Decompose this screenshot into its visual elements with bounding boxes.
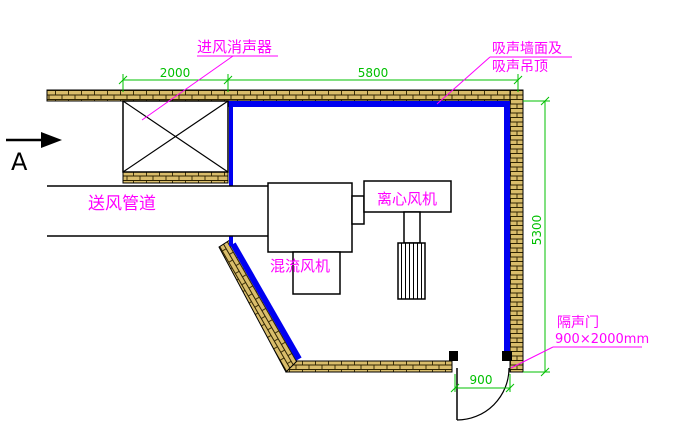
dim-tick — [513, 75, 523, 85]
dim-tick — [540, 367, 550, 377]
silencer-sill-wall — [122, 171, 229, 184]
label-centrifugal-fan: 离心风机 — [377, 190, 437, 208]
silencer-cross-line-2 — [122, 100, 229, 173]
lining-top — [228, 101, 510, 107]
centrifugal-fan-motor-grille — [397, 242, 426, 300]
leader-silencer — [141, 55, 234, 121]
mixed-flow-fan-body — [267, 182, 353, 253]
label-absorbing-wall-line2: 吸声吊顶 — [492, 59, 548, 75]
dim-text-room-depth: 5300 — [530, 215, 544, 246]
annotation-texts: 进风消声器 吸声墙面及 吸声吊顶 送风管道 离心风机 混流风机 隔声门 900×… — [88, 38, 649, 347]
centrifugal-fan-shaft — [403, 211, 421, 244]
dim-text-silencer-width: 2000 — [160, 66, 191, 80]
label-mixed-flow-fan: 混流风机 — [270, 257, 330, 275]
label-absorbing-wall-line1: 吸声墙面及 — [492, 41, 562, 57]
sound-insulated-door — [449, 351, 512, 421]
leader-door — [510, 346, 554, 369]
bottom-wall — [285, 360, 453, 373]
dim-tick — [540, 96, 550, 106]
fan-duct-connector — [351, 195, 365, 225]
lining-right — [504, 101, 510, 352]
section-arrow-head-icon — [41, 132, 62, 148]
leader-lines — [141, 55, 642, 369]
dimension-lines — [118, 74, 550, 393]
lining-left-upper — [229, 107, 233, 186]
dim-text-door-width: 900 — [470, 373, 493, 387]
acoustic-lining — [228, 101, 510, 361]
label-sound-door: 隔声门 — [557, 315, 599, 331]
dim-tick — [223, 75, 233, 85]
door-jamb-right — [502, 351, 512, 361]
supply-duct — [47, 185, 268, 237]
leader-absorbing-wall — [436, 56, 491, 105]
label-supply-duct: 送风管道 — [88, 194, 156, 214]
mixed-flow-fan-base — [292, 251, 341, 295]
dim-tick — [118, 75, 128, 85]
lining-diagonal — [230, 242, 302, 361]
label-intake-silencer: 进风消声器 — [197, 38, 272, 56]
door-jamb-left — [449, 351, 458, 361]
dim-text-room-width: 5800 — [358, 66, 389, 80]
label-sound-door-size: 900×2000mm — [555, 332, 649, 347]
right-wall — [509, 89, 524, 373]
section-marker: A — [6, 132, 62, 176]
door-swing-arc — [456, 367, 510, 421]
walls — [46, 89, 524, 373]
dim-tick — [450, 383, 460, 393]
equipment — [267, 180, 452, 300]
dim-tick — [505, 383, 515, 393]
intake-silencer — [122, 100, 229, 173]
section-marker-letter: A — [11, 148, 28, 176]
lining-left-lower — [229, 236, 233, 246]
dimension-texts: 2000 5800 5300 900 — [160, 66, 544, 387]
